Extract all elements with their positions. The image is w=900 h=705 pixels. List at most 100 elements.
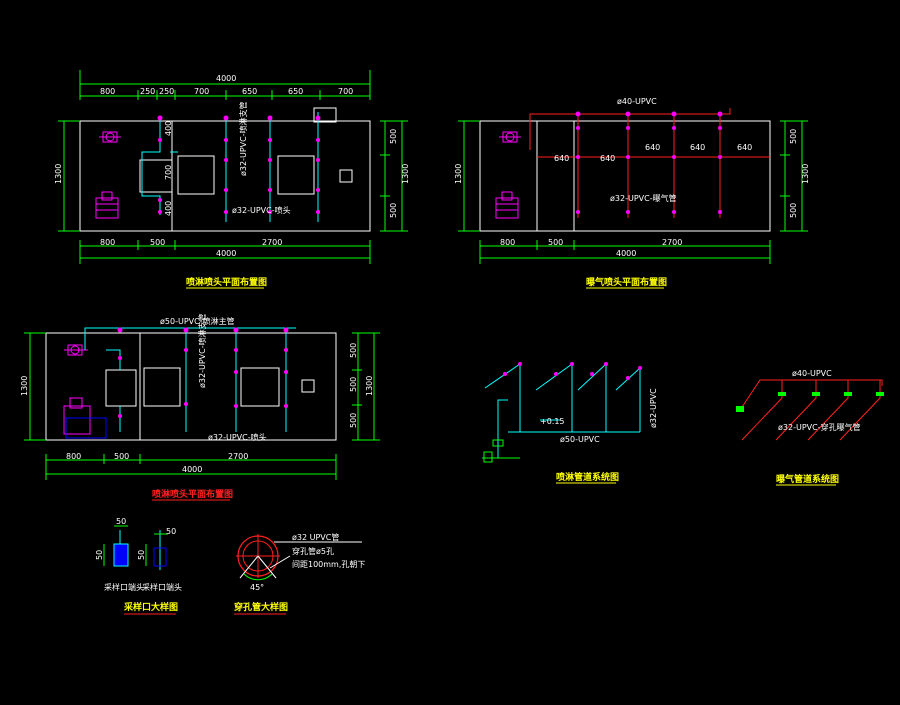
plan3-caption: 喷淋喷头平面布置图 xyxy=(152,488,233,500)
system1-caption: 喷淋管道系统图 xyxy=(556,471,619,483)
svg-text:穿孔管ø5孔: 穿孔管ø5孔 xyxy=(292,546,334,556)
svg-text:640: 640 xyxy=(737,143,752,152)
valve-icon xyxy=(482,439,520,463)
svg-text:采样口端头: 采样口端头 xyxy=(104,582,144,592)
svg-text:700: 700 xyxy=(164,165,173,180)
plan3-layout: ø50-UPVC-喷淋主管 ø32-UPVC-喷淋支管 ø32-UPVC-喷头 … xyxy=(20,313,380,501)
plan1-box-left xyxy=(139,159,173,193)
plan2-layout: ø40-UPVC 640 640 640 640 640 ø32-UPVC-曝气… xyxy=(454,97,810,289)
plan1-outline xyxy=(79,120,371,232)
svg-text:800: 800 xyxy=(100,87,115,96)
plan3-dim-lines xyxy=(24,332,380,480)
svg-text:4000: 4000 xyxy=(216,249,236,258)
svg-text:500: 500 xyxy=(548,238,563,247)
svg-text:50: 50 xyxy=(137,550,146,560)
svg-text:800: 800 xyxy=(100,238,115,247)
svg-text:250: 250 xyxy=(140,87,155,96)
plan1-box-mid xyxy=(177,155,215,195)
plan3-branch-label: ø32-UPVC-喷淋支管 xyxy=(197,313,207,388)
detail2-diagram: ø32 UPVC管 穿孔管ø5孔 间距100mm,孔朝下 45° 穿孔管大样图 xyxy=(234,532,365,615)
svg-text:2700: 2700 xyxy=(262,238,282,247)
svg-text:650: 650 xyxy=(288,87,303,96)
tank-icon xyxy=(495,191,519,219)
plan3-main-pipe-label: ø50-UPVC-喷淋主管 xyxy=(160,316,235,326)
tank-icon xyxy=(95,191,119,219)
svg-text:4000: 4000 xyxy=(616,249,636,258)
svg-text:1300: 1300 xyxy=(401,164,410,184)
svg-text:1300: 1300 xyxy=(54,164,63,184)
svg-text:640: 640 xyxy=(645,143,660,152)
plan1-branch-label: ø32-UPVC-喷淋支管 xyxy=(238,101,248,176)
plan2-gas-pipes xyxy=(529,108,770,218)
svg-text:ø32 UPVC管: ø32 UPVC管 xyxy=(292,532,339,542)
svg-text:45°: 45° xyxy=(250,583,264,592)
svg-text:1300: 1300 xyxy=(20,376,29,396)
svg-text:ø40-UPVC: ø40-UPVC xyxy=(617,97,657,106)
system2-pipes xyxy=(739,379,883,441)
detail1-caption: 采样口大样图 xyxy=(123,601,178,613)
plan3-outline xyxy=(45,332,337,441)
plan1-dim-lines xyxy=(58,70,408,264)
plan1-caption: 喷淋喷头平面布置图 xyxy=(186,276,267,288)
plan1-fittings xyxy=(157,115,321,214)
system1-diagram: +0.15 ø50-UPVC ø32-UPVC 喷淋管道系统图 xyxy=(482,362,658,484)
plan1-box-small xyxy=(339,169,353,183)
plan1-layout: ø32-UPVC-喷淋支管 ø32-UPVC-喷头 400 700 400 40… xyxy=(54,70,410,289)
svg-text:800: 800 xyxy=(500,238,515,247)
plan2-branch-label: ø32-UPVC-曝气管 xyxy=(610,193,677,203)
svg-text:500: 500 xyxy=(389,129,398,144)
plan3-fittings xyxy=(117,327,289,418)
svg-text:+0.15: +0.15 xyxy=(540,417,565,426)
svg-text:500: 500 xyxy=(349,413,358,428)
svg-text:640: 640 xyxy=(690,143,705,152)
pump-icon xyxy=(499,131,521,143)
plan1-box-right xyxy=(277,155,315,195)
svg-text:ø32-UPVC: ø32-UPVC xyxy=(649,388,658,428)
svg-text:500: 500 xyxy=(389,203,398,218)
svg-text:500: 500 xyxy=(150,238,165,247)
svg-text:500: 500 xyxy=(114,452,129,461)
svg-text:640: 640 xyxy=(554,154,569,163)
plan1-head-label: ø32-UPVC-喷头 xyxy=(232,205,291,215)
svg-text:500: 500 xyxy=(349,343,358,358)
svg-text:400: 400 xyxy=(164,121,173,136)
svg-text:1300: 1300 xyxy=(454,164,463,184)
pump-icon xyxy=(99,131,121,143)
svg-text:ø32-UPVC-穿孔曝气管: ø32-UPVC-穿孔曝气管 xyxy=(778,422,861,432)
svg-text:间距100mm,孔朝下: 间距100mm,孔朝下 xyxy=(292,560,365,569)
plan3-head-label: ø32-UPVC-喷头 xyxy=(208,432,267,442)
pump-icon xyxy=(64,344,88,356)
plan2-caption: 曝气喷头平面布置图 xyxy=(586,276,667,288)
svg-text:1300: 1300 xyxy=(365,376,374,396)
svg-text:1300: 1300 xyxy=(801,164,810,184)
svg-text:50: 50 xyxy=(116,517,126,526)
svg-text:700: 700 xyxy=(338,87,353,96)
svg-text:500: 500 xyxy=(789,129,798,144)
system2-caption: 曝气管道系统图 xyxy=(776,473,839,485)
system1-pipes xyxy=(484,363,641,458)
plan2-dim-lines xyxy=(458,120,808,264)
svg-text:50: 50 xyxy=(166,527,176,536)
svg-text:50: 50 xyxy=(95,550,104,560)
svg-text:500: 500 xyxy=(789,203,798,218)
system2-diagram: ø40-UPVC ø32-UPVC-穿孔曝气管 曝气管道系统图 xyxy=(736,369,884,486)
detail2-caption: 穿孔管大样图 xyxy=(234,601,288,613)
svg-text:500: 500 xyxy=(349,377,358,392)
plan2-outline xyxy=(479,120,771,232)
svg-text:400: 400 xyxy=(164,201,173,216)
svg-text:640: 640 xyxy=(600,154,615,163)
plan2-fittings xyxy=(575,111,723,214)
svg-text:采样口端头: 采样口端头 xyxy=(142,582,182,592)
svg-text:ø50-UPVC: ø50-UPVC xyxy=(560,435,600,444)
svg-text:ø40-UPVC: ø40-UPVC xyxy=(792,369,832,378)
svg-text:2700: 2700 xyxy=(662,238,682,247)
tank-icon xyxy=(63,397,107,439)
plan3-pipes xyxy=(84,327,296,432)
svg-text:800: 800 xyxy=(66,452,81,461)
detail1-diagram: 50 50 50 50 采样口端头 采样口端头 采样口大样图 xyxy=(95,517,182,615)
svg-text:700: 700 xyxy=(194,87,209,96)
svg-text:4000: 4000 xyxy=(182,465,202,474)
svg-text:2700: 2700 xyxy=(228,452,248,461)
